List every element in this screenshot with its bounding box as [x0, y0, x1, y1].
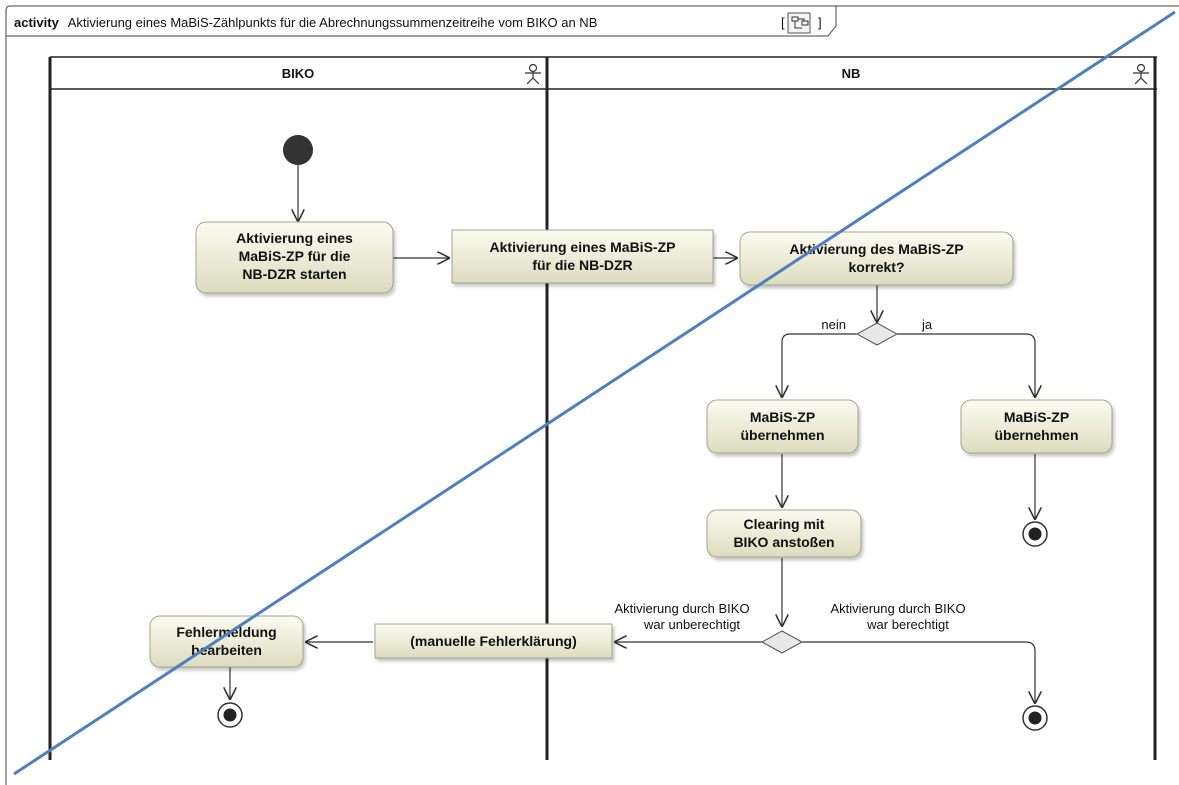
guard-unjustified: Aktivierung durch BIKO [614, 601, 749, 616]
final-node [1022, 521, 1048, 547]
action-label-line: NB-DZR starten [242, 266, 346, 282]
decision-node [760, 630, 804, 654]
action-error-handling[interactable]: Fehlermeldung bearbeiten [149, 615, 304, 668]
frame-title: Aktivierung eines MaBiS-Zählpunkts für d… [68, 15, 598, 30]
action-check-correct[interactable]: Aktivierung des MaBiS-ZP korrekt? [739, 231, 1014, 286]
action-manual-clarification[interactable]: (manuelle Fehlerklärung) [374, 623, 613, 659]
action-label-line: Aktivierung eines MaBiS-ZP [490, 239, 676, 255]
action-label-line: BIKO anstoßen [733, 534, 834, 550]
action-adopt-no[interactable]: MaBiS-ZP übernehmen [706, 399, 859, 454]
action-label-line: Clearing mit [744, 516, 825, 532]
initial-node [283, 135, 313, 165]
diagram-icon[interactable] [787, 12, 811, 34]
action-label-line: MaBiS-ZP [1004, 409, 1069, 425]
lane-header-biko: BIKO [282, 66, 315, 81]
diagram-frame: activity Aktivierung eines MaBiS-Zählpun… [5, 5, 1179, 785]
lane-header-nb: NB [842, 66, 861, 81]
frame-bracket-open: [ [781, 15, 785, 30]
action-start-activation[interactable]: Aktivierung eines MaBiS-ZP für die NB-DZ… [195, 221, 394, 294]
flow-decision-yes [897, 333, 1035, 398]
signal-activation[interactable]: Aktivierung eines MaBiS-ZP für die NB-DZ… [451, 229, 714, 284]
guard-yes: ja [921, 317, 933, 332]
guard-justified: Aktivierung durch BIKO [830, 601, 965, 616]
guard-unjustified: war unberechtigt [643, 617, 740, 632]
guard-no: nein [821, 317, 846, 332]
action-label-line: für die NB-DZR [532, 257, 632, 273]
action-label-line: (manuelle Fehlerklärung) [410, 633, 576, 649]
action-label-line: übernehmen [740, 427, 824, 443]
action-label-line: korrekt? [848, 259, 904, 275]
action-label-line: MaBiS-ZP [750, 409, 815, 425]
action-label-line: Aktivierung des MaBiS-ZP [789, 241, 963, 257]
action-label-line: übernehmen [994, 427, 1078, 443]
svg-text:activity Aktivierung ein: activity Aktivierung eines MaBiS-Zählpun… [14, 15, 597, 30]
action-label-line: Aktivierung eines [236, 230, 353, 246]
action-label-line: MaBiS-ZP für die [239, 248, 351, 264]
final-node [217, 702, 243, 728]
frame-keyword: activity [14, 15, 60, 30]
strike-through-line [13, 10, 1176, 776]
actor-icon [1133, 63, 1149, 85]
flow-decision-no [782, 333, 857, 398]
final-node [1022, 705, 1048, 731]
frame-bracket-close: ] [818, 15, 822, 30]
action-clearing[interactable]: Clearing mit BIKO anstoßen [706, 509, 862, 558]
action-label-line: Fehlermeldung [176, 624, 276, 640]
guard-justified: war berechtigt [866, 617, 949, 632]
actor-icon [525, 63, 541, 85]
action-adopt-yes[interactable]: MaBiS-ZP übernehmen [960, 399, 1113, 454]
flow-decision-justified [802, 641, 1035, 704]
decision-node [855, 322, 899, 346]
control-flows [230, 165, 1035, 704]
